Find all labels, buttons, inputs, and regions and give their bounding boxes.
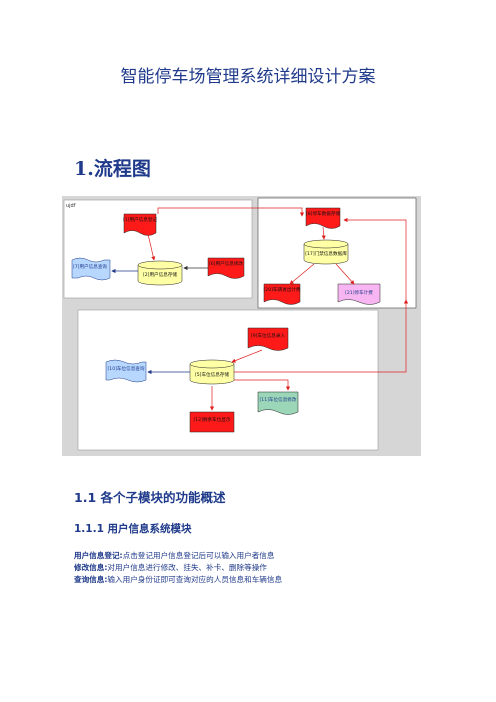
paragraph-user-register: 用户信息登记:点击登记用户信息登记后可以输入用户者信息	[74, 550, 274, 561]
node-label: [10]车位信息查询	[108, 365, 145, 372]
term-label: 查询信息:	[74, 575, 108, 584]
node-label: [17]门禁信息数据库	[305, 250, 347, 257]
node-space-modify: [11]车位信息修改	[257, 391, 299, 415]
section-heading-user-module: 1.1.1 用户信息系统模块	[74, 523, 192, 535]
term-label: 用户信息登记:	[74, 551, 123, 560]
node-label: [11]车位信息修改	[260, 396, 297, 403]
node-vehicle-billing: [20]车辆进出计费	[264, 283, 301, 305]
node-user-register: [1]用户信息登记	[123, 213, 157, 236]
node-space-storage: [5]车位信息存储	[189, 359, 235, 385]
document-title: 智能停车场管理系统详细设计方案	[120, 67, 376, 87]
node-access-database: [17]门禁信息数据库	[303, 239, 349, 265]
node-space-query: [10]车位信息查询	[105, 359, 147, 383]
flowchart-diagram: ujdf [1]用户信息登记 [2]用户信息存储 [7]用户信息查询 [6]用户…	[62, 196, 421, 456]
node-space-input: [9]车位信息录入	[247, 327, 289, 351]
node-label: [8]停车数据存储	[306, 210, 340, 217]
node-label: [12]剩余车位显示	[194, 416, 231, 423]
node-label: [7]用户信息查询	[73, 263, 107, 270]
paragraph-modify-info: 修改信息:对用户信息进行修改、挂失、补卡、删除等操作	[74, 562, 267, 573]
term-description: 对用户信息进行修改、挂失、补卡、删除等操作	[107, 563, 267, 572]
term-label: 修改信息:	[74, 563, 108, 572]
section-heading-flowchart: 1.流程图	[74, 158, 151, 180]
node-parking-data-storage: [8]停车数据存储	[305, 207, 340, 229]
paragraph-query-info: 查询信息:输入用户身份证即可查询对应的人员信息和车辆信息	[74, 574, 282, 585]
flow-arrows	[111, 207, 409, 411]
node-label: [1]用户信息登记	[123, 216, 157, 223]
node-user-query: [7]用户信息查询	[71, 257, 111, 281]
node-parking-fee: [21]停车计费	[337, 283, 381, 305]
section-heading-modules: 1.1 各个子模块的功能概述	[74, 490, 226, 505]
node-user-storage: [2]用户信息存储	[137, 260, 183, 286]
node-remaining-space-display: [12]剩余车位显示	[189, 411, 235, 433]
diagram-corner-label: ujdf	[66, 203, 76, 209]
node-label: [21]停车计费	[345, 289, 373, 296]
node-label: [2]用户信息存储	[143, 271, 177, 278]
node-label: [9]车位信息录入	[251, 332, 285, 339]
node-label: [6]用户信息修改	[209, 260, 243, 267]
node-user-modify: [6]用户信息修改	[207, 257, 245, 279]
term-description: 点击登记用户信息登记后可以输入用户者信息	[122, 551, 275, 560]
node-label: [20]车辆进出计费	[264, 286, 301, 293]
term-description: 输入用户身份证即可查询对应的人员信息和车辆信息	[107, 575, 283, 584]
node-label: [5]车位信息存储	[195, 371, 229, 378]
